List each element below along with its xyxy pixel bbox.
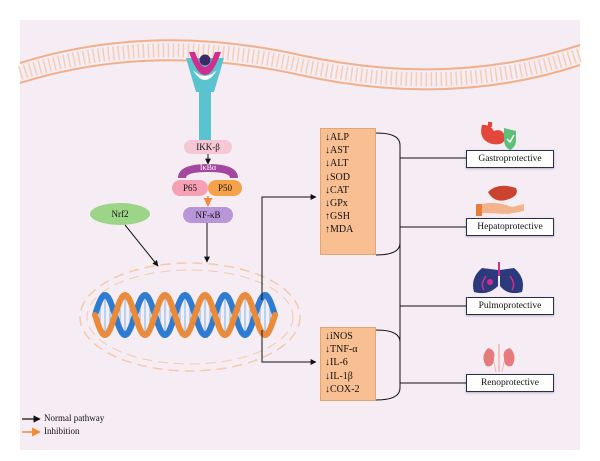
marker-item: ↓GPx — [325, 198, 348, 210]
legend-normal-label: Normal pathway — [44, 413, 105, 423]
p50-shape — [208, 180, 242, 196]
marker-item: ↓CAT — [325, 184, 349, 196]
nrf2-label: Nrf2 — [111, 209, 129, 219]
p50-label: P50 — [217, 183, 232, 193]
stomach-shield-icon — [481, 122, 516, 150]
lungs-icon — [473, 262, 523, 294]
legend-inhibition-label: Inhibition — [44, 426, 80, 436]
hand-liver-icon — [476, 185, 524, 216]
ikba-shape — [178, 164, 238, 178]
dna-to-markers-arrows — [261, 194, 317, 365]
ikba-label: IκBα — [199, 163, 217, 172]
kidneys-icon — [483, 344, 515, 373]
oxidative-markers-box: ↓ALP ↓AST↓ALT↓SOD↓CAT ↓GPx↑GSH↑MDA — [320, 128, 376, 255]
markers-to-outcomes-lines — [375, 132, 466, 401]
marker-item: ↑MDA — [325, 224, 354, 236]
outcome-renoprotective: Renoprotective — [466, 374, 554, 392]
p65-label: P65 — [182, 183, 197, 193]
dna-icon — [92, 291, 278, 339]
inflammatory-markers-box: ↓iNOS ↓TNF-α↓IL-6↓IL-1β↓COX-2 — [320, 327, 376, 401]
marker-item: ↓COX-2 — [325, 383, 360, 395]
cell-membrane — [17, 39, 583, 91]
marker-item: ↓IL-6 — [325, 357, 348, 369]
marker-item: ↓ALT — [325, 158, 349, 170]
ikkb-shape — [184, 140, 232, 154]
nucleus-outline — [79, 262, 301, 372]
marker-item: ↓TNF-α — [325, 344, 358, 356]
marker-item: ↓iNOS — [325, 331, 353, 342]
outcome-hepatoprotective: Hepatoprotective — [466, 218, 554, 236]
marker-item: ↓SOD — [325, 171, 351, 183]
ikkb-label: IKK-β — [196, 142, 220, 152]
nrf2-shape — [90, 203, 150, 225]
nrf2-to-dna-arrow — [124, 224, 159, 267]
outcome-gastroprotective: Gastroprotective — [466, 150, 554, 168]
nucleus-outline-inner — [86, 269, 294, 365]
nfkb-label: NF-κB — [195, 210, 221, 220]
marker-item: ↓AST — [325, 145, 349, 157]
outcome-pulmoprotective: Pulmoprotective — [466, 297, 554, 315]
nfkb-shape — [183, 207, 233, 223]
receptor-icon — [186, 52, 224, 140]
marker-item: ↓IL-1β — [325, 370, 353, 382]
marker-item: ↑GSH — [325, 211, 351, 223]
p65-shape — [172, 180, 208, 196]
marker-item: ↓ALP — [325, 132, 349, 143]
